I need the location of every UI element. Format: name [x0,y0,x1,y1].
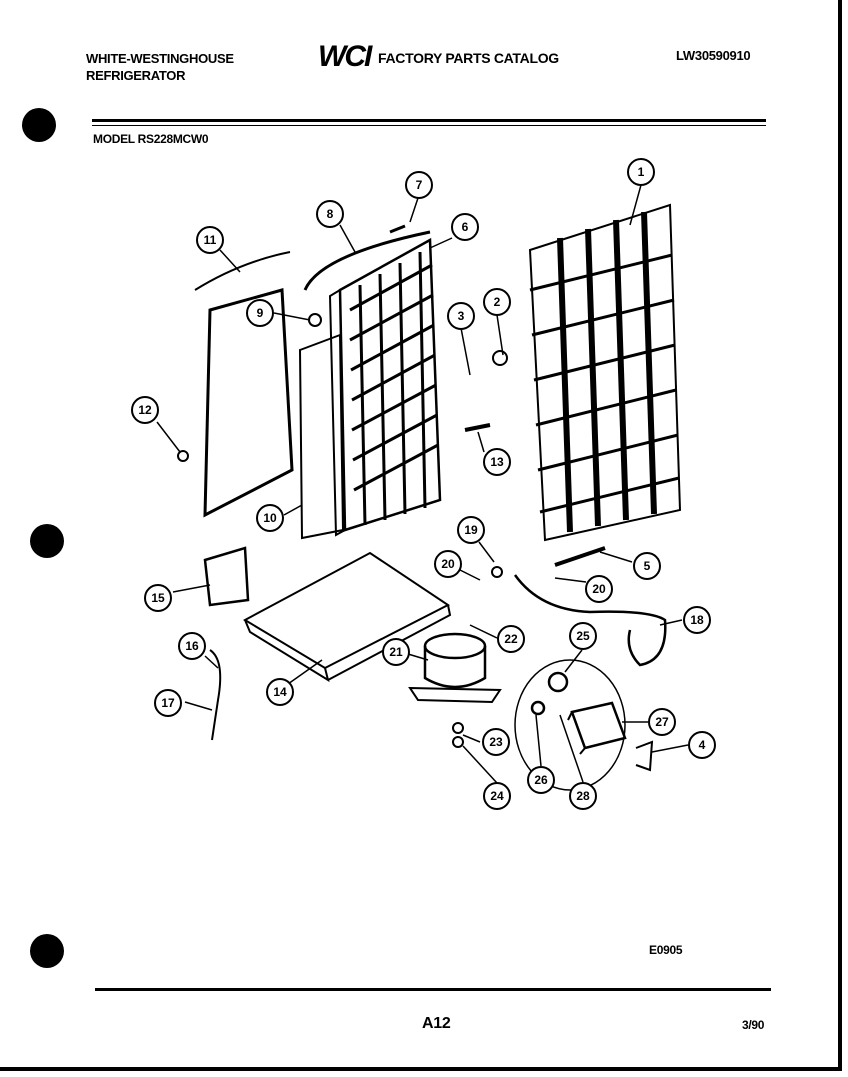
svg-text:13: 13 [490,455,504,469]
svg-text:20: 20 [592,582,606,596]
callout-21: 21 [382,638,410,666]
callout-15: 15 [144,584,172,612]
header-rule-thin [92,125,766,126]
svg-text:19: 19 [464,523,478,537]
callout-25: 25 [569,622,597,650]
callout-20: 20 [434,550,462,578]
thermostat-bulb-drawing [492,350,508,366]
condenser-coil-drawing [528,203,682,542]
drain-tube-5-drawing [554,546,606,567]
callout-12: 12 [131,396,159,424]
svg-text:10: 10 [263,511,277,525]
callout-8: 8 [316,200,344,228]
svg-text:21: 21 [389,645,403,659]
svg-text:17: 17 [161,696,175,710]
callout-26: 26 [527,766,555,794]
svg-text:7: 7 [416,178,423,192]
svg-text:1: 1 [638,165,645,179]
binder-hole [30,934,64,968]
svg-text:18: 18 [690,613,704,627]
callout-9: 9 [246,299,274,327]
document-number: LW30590910 [676,48,751,63]
callout-7: 7 [405,171,433,199]
svg-text:23: 23 [489,735,503,749]
svg-text:5: 5 [644,559,651,573]
base-plate-drawing [242,551,450,670]
callout-4: 4 [688,731,716,759]
svg-text:20: 20 [441,557,455,571]
callout-20: 20 [585,575,613,603]
model-number: MODEL RS228MCW0 [93,132,209,146]
catalog-title: FACTORY PARTS CATALOG [378,50,559,66]
callout-14: 14 [266,678,294,706]
diagram-code: E0905 [649,943,683,957]
leader-lines [156,184,689,784]
page-number: A12 [422,1015,451,1032]
binder-hole [22,108,56,142]
callout-16: 16 [178,632,206,660]
callout-17: 17 [154,689,182,717]
evaporator-drawing [328,237,442,537]
svg-text:14: 14 [273,685,287,699]
callout-1: 1 [627,158,655,186]
binder-hole [30,524,64,558]
svg-text:3: 3 [458,309,465,323]
header-rule [92,119,766,122]
callout-24: 24 [483,782,511,810]
callout-27: 27 [648,708,676,736]
door-gasket-drawing [203,288,294,518]
svg-text:26: 26 [534,773,548,787]
callout-6: 6 [451,213,479,241]
heater-wire-drawing [194,251,291,291]
svg-text:28: 28 [576,789,590,803]
callout-10: 10 [256,504,284,532]
callout-11: 11 [196,226,224,254]
svg-text:4: 4 [699,738,706,752]
callout-22: 22 [497,625,525,653]
capillary-tube-drawing [303,230,431,291]
svg-text:15: 15 [151,591,165,605]
svg-text:12: 12 [138,403,152,417]
clip-13-drawing [464,423,491,432]
svg-text:16: 16 [185,639,199,653]
svg-text:25: 25 [576,629,590,643]
callout-18: 18 [683,606,711,634]
bracket-drawing [203,546,250,607]
clip-7-drawing [389,224,406,234]
filter-panel-drawing [298,333,345,540]
callout-23: 23 [482,728,510,756]
svg-text:8: 8 [327,207,334,221]
power-cord-drawing [209,649,222,741]
footer-rule [95,988,771,991]
svg-text:11: 11 [204,233,217,247]
callout-13: 13 [483,448,511,476]
callout-2: 2 [483,288,511,316]
callout-28: 28 [569,782,597,810]
compressor-drawing [408,632,502,704]
svg-text:9: 9 [257,306,264,320]
svg-text:27: 27 [655,715,669,729]
svg-text:24: 24 [490,789,504,803]
callout-19: 19 [457,516,485,544]
svg-text:2: 2 [494,295,501,309]
svg-text:6: 6 [462,220,469,234]
catalog-date: 3/90 [742,1018,765,1032]
wire-harness-drawing [513,574,667,667]
callout-5: 5 [633,552,661,580]
svg-text:22: 22 [504,632,518,646]
relay-assembly-drawing [514,659,654,791]
callout-3: 3 [447,302,475,330]
wci-logo: WCI [318,40,372,73]
brand-name: WHITE-WESTINGHOUSE REFRIGERATOR [86,51,234,83]
